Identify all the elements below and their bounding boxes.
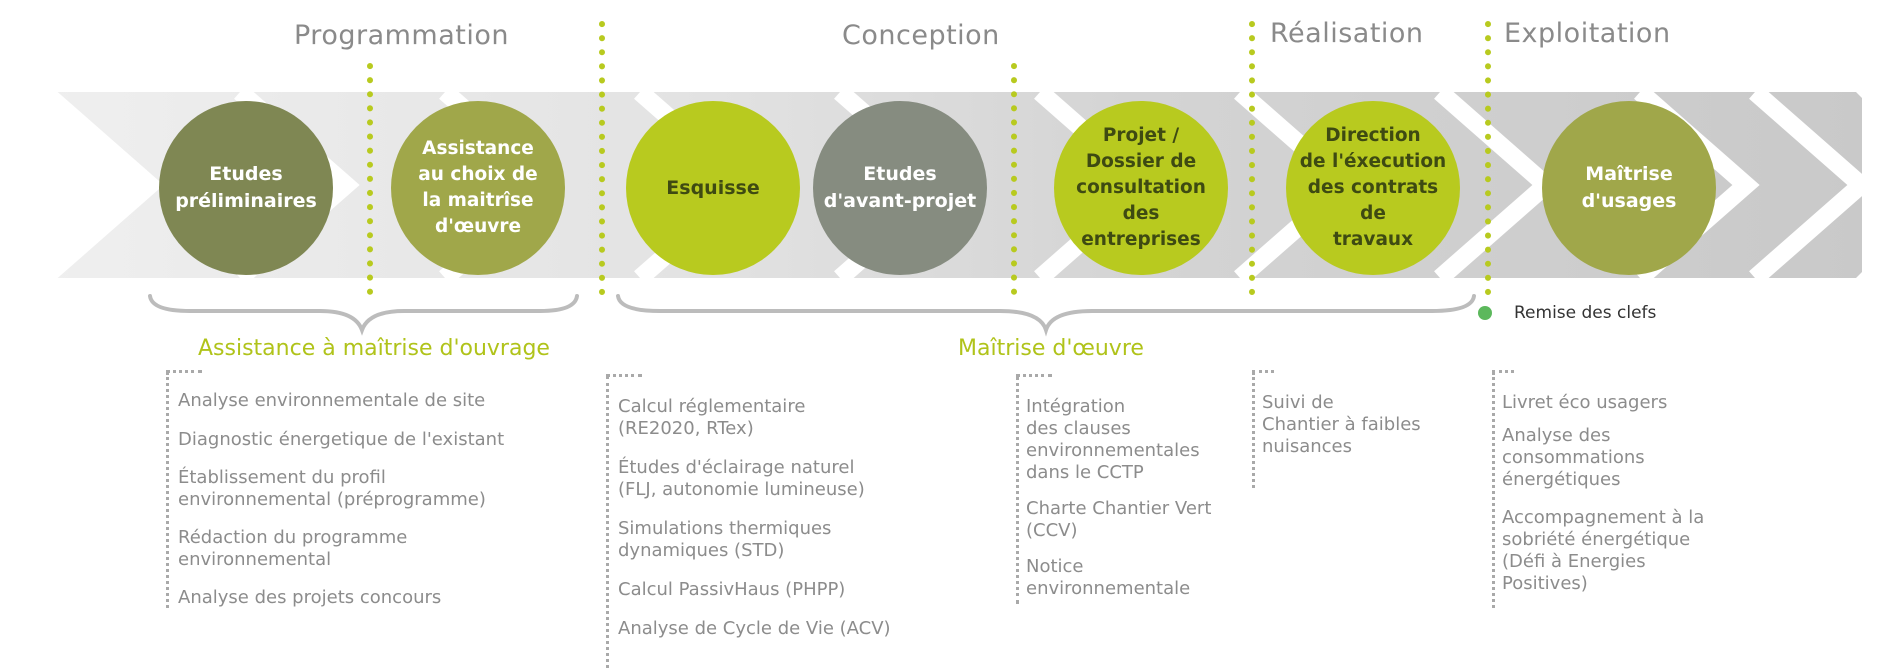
phase-title-conception: Conception: [842, 20, 1000, 51]
phase-title-programmation: Programmation: [294, 20, 509, 51]
list-item: Analyse de Cycle de Vie (ACV): [618, 618, 891, 639]
list-item: Calcul PassivHaus (PHPP): [618, 579, 846, 600]
step-assistance-choix-moe: Assistance au choix de la maitrîse d'œuv…: [391, 101, 565, 275]
step-maitrise-usages: Maîtrise d'usages: [1542, 101, 1716, 275]
legend-remise-des-clefs: Remise des clefs: [1514, 303, 1657, 323]
list-item: Analyse des projets concours: [178, 587, 442, 608]
step-esquisse: Esquisse: [626, 101, 800, 275]
column-exploitation: Livret éco usagers Analyse des consommat…: [1502, 392, 1742, 608]
phase-title-realisation: Réalisation: [1270, 18, 1424, 49]
column-amo: Analyse environnementale de site Diagnos…: [178, 390, 578, 622]
list-item: Analyse des consommations énergétiques: [1502, 425, 1645, 490]
column-guide: [1492, 372, 1495, 608]
list-item: Accompagnement à la sobriété énergétique…: [1502, 507, 1705, 594]
column-realisation: Suivi de Chantier à faibles nuisances: [1262, 392, 1477, 471]
list-item: Suivi de Chantier à faibles nuisances: [1262, 392, 1421, 457]
column-marker: [166, 370, 202, 373]
step-direction-execution: Direction de l'éxecution des contrats de…: [1286, 101, 1460, 275]
step-projet-dce: Projet / Dossier de consultation des ent…: [1054, 101, 1228, 275]
column-marker: [1492, 370, 1514, 373]
column-marker: [606, 374, 642, 377]
list-item: Diagnostic énergetique de l'existant: [178, 429, 505, 450]
list-item: Charte Chantier Vert (CCV): [1026, 498, 1212, 541]
column-marker: [1016, 374, 1052, 377]
legend-dot-icon: [1478, 306, 1492, 320]
list-item: Simulations thermiques dynamiques (STD): [618, 518, 832, 561]
list-item: Établissement du profil environnemental …: [178, 467, 486, 510]
column-conception: Calcul réglementaire (RE2020, RTex) Étud…: [618, 396, 948, 653]
column-guide: [166, 372, 169, 608]
phase-separators: [367, 21, 1491, 295]
phase-title-exploitation: Exploitation: [1504, 18, 1671, 49]
step-etudes-preliminaires: Etudes préliminaires: [159, 101, 333, 275]
group-label-moe: Maîtrise d'œuvre: [958, 336, 1144, 361]
column-guide: [1252, 372, 1255, 488]
legend: Remise des clefs: [1478, 303, 1656, 323]
group-braces: [148, 294, 1476, 337]
list-item: Rédaction du programme environnemental: [178, 527, 408, 570]
list-item: Notice environnementale: [1026, 556, 1191, 599]
column-guide: [1016, 376, 1019, 604]
list-item: Analyse environnementale de site: [178, 390, 486, 411]
brace-moe: [616, 294, 1476, 337]
step-etudes-avant-projet: Etudes d'avant-projet: [813, 101, 987, 275]
brace-amo: [148, 294, 579, 336]
list-item: Livret éco usagers: [1502, 392, 1668, 413]
column-marker: [1252, 370, 1274, 373]
column-projet: Intégration des clauses environnementale…: [1026, 396, 1241, 613]
group-label-amo: Assistance à maîtrise d'ouvrage: [198, 336, 550, 361]
list-item: Intégration des clauses environnementale…: [1026, 396, 1200, 483]
column-guide: [606, 376, 609, 668]
list-item: Études d'éclairage naturel (FLJ, autonom…: [618, 457, 865, 500]
list-item: Calcul réglementaire (RE2020, RTex): [618, 396, 806, 439]
